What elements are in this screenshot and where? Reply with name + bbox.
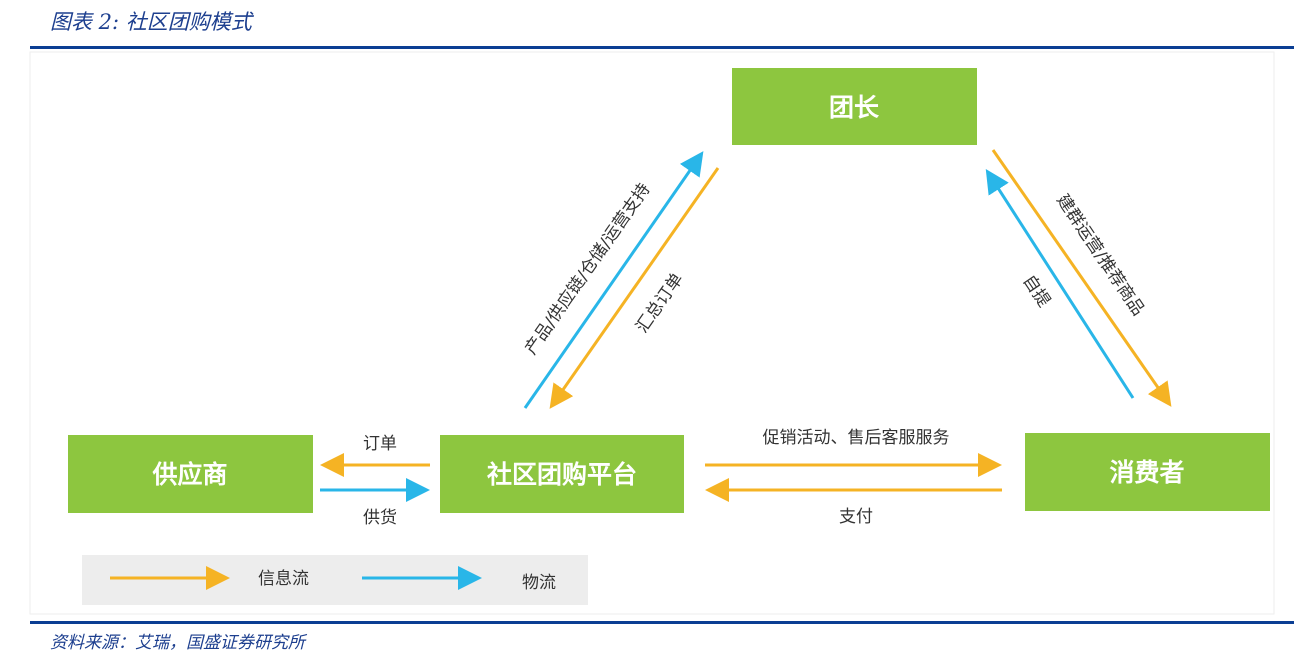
label-platform-to-consumer: 促销活动、售后客服服务 <box>763 428 950 448</box>
node-supplier: 供应商 <box>68 435 313 513</box>
node-consumer-label: 消费者 <box>1109 458 1184 487</box>
label-consumer-to-leader: 自提 <box>1018 272 1054 311</box>
node-consumer: 消费者 <box>1025 433 1270 511</box>
node-supplier-label: 供应商 <box>151 460 227 489</box>
legend: 信息流 物流 <box>82 555 588 605</box>
arrow-leader-to-consumer <box>991 149 1172 407</box>
arrow-platform-to-leader <box>523 151 704 409</box>
legend-logistics-label: 物流 <box>522 573 556 593</box>
figure-title: 图表 2: 社区团购模式 <box>50 10 252 34</box>
legend-info-flow-label: 信息流 <box>258 569 309 589</box>
node-platform: 社区团购平台 <box>440 435 684 513</box>
label-platform-to-leader: 产品/供应链/仓储/运营支持 <box>521 180 655 359</box>
arrow-consumer-to-leader <box>985 168 1135 399</box>
node-platform-label: 社区团购平台 <box>487 460 637 489</box>
source-note: 资料来源：艾瑞，国盛证券研究所 <box>50 633 305 653</box>
bottom-rule <box>30 621 1294 624</box>
label-consumer-to-platform: 支付 <box>839 507 873 527</box>
node-leader: 团长 <box>732 68 977 145</box>
top-rule <box>30 46 1294 49</box>
diagram-frame <box>29 51 1275 615</box>
label-supplier-to-platform: 供货 <box>363 508 397 528</box>
arrow-leader-to-platform <box>549 167 720 409</box>
node-leader-label: 团长 <box>829 93 880 122</box>
label-platform-to-supplier: 订单 <box>363 434 397 454</box>
